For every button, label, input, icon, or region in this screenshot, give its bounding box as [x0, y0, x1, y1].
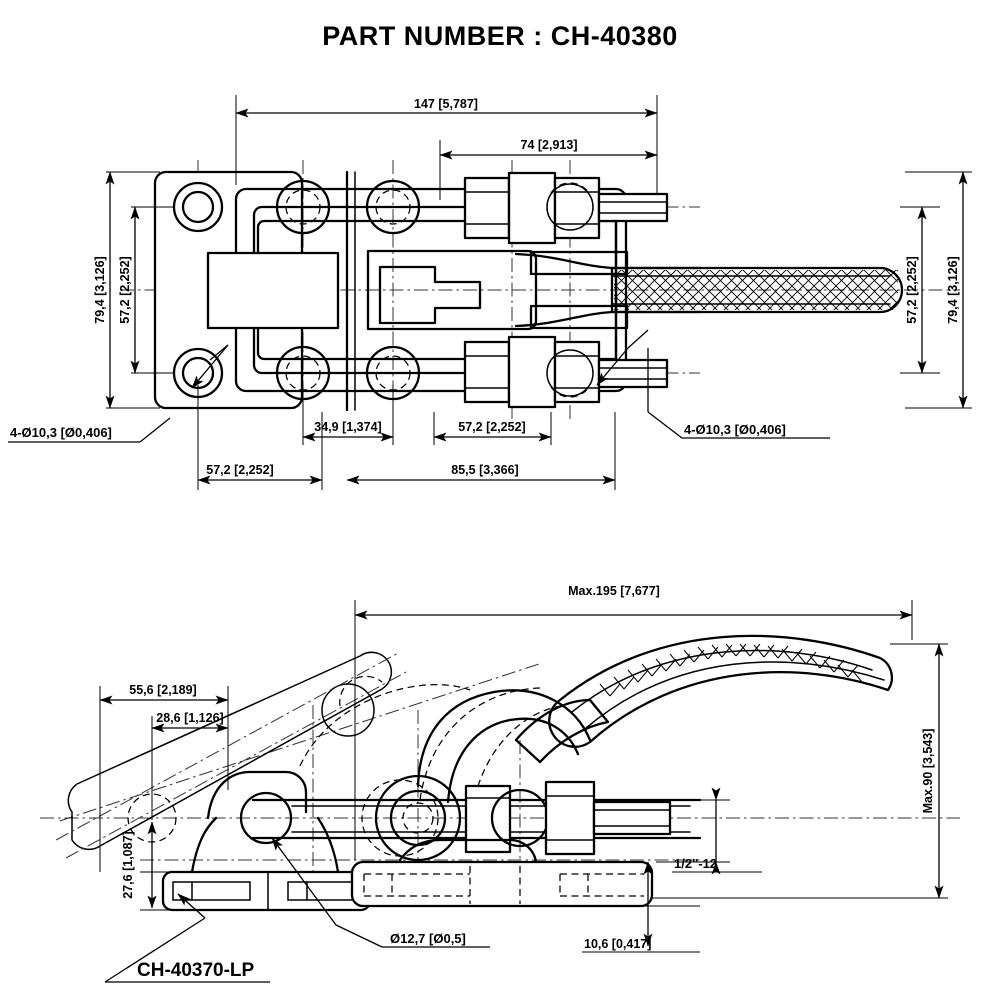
upper-pivot-hardware — [463, 171, 669, 245]
bracket-wall-detail — [256, 219, 618, 361]
callout-pin-diameter-label: Ø12,7 [Ø0,5] — [390, 931, 466, 946]
accessory-plate-base — [161, 870, 372, 912]
accessory-plate-arch — [206, 770, 308, 820]
dim-plate-height-label: 27,6 [1,087] — [121, 831, 135, 898]
callout-right-holes: 4-Ø10,3 [Ø0,406] — [596, 329, 830, 439]
main-pivot — [361, 774, 462, 862]
callout-thread-spec: 1/2"-12 — [672, 787, 762, 875]
dim-hole-spacing-small: 34,9 [1,374] — [302, 420, 394, 442]
dim-hole-spacing-small-label: 34,9 [1,374] — [314, 420, 381, 434]
dim-max-height-label: Max.90 [3,543] — [921, 729, 935, 814]
bracket-inner-wall — [252, 205, 618, 375]
dim-plate-length-label: 55,6 [2,189] — [129, 683, 196, 697]
main-base-group — [350, 838, 654, 908]
callout-accessory-part-label: CH-40370-LP — [137, 960, 255, 981]
dim-left-height-inner: 57,2 [2,252] — [118, 206, 140, 374]
handle-outline-side — [548, 634, 893, 748]
dim-handle-offset-label: 74 [2,913] — [521, 138, 578, 152]
callout-left-holes: 4-Ø10,3 [Ø0,406] — [8, 344, 229, 443]
lever-link-pad — [514, 698, 610, 764]
callout-left-holes-label: 4-Ø10,3 [Ø0,406] — [10, 425, 112, 440]
lever-arm-lower — [446, 717, 580, 804]
bottom-nut-2 — [544, 780, 596, 856]
dim-right-height-outer-label: 79,4 [3,126] — [946, 256, 960, 323]
dim-base-width-label: 57,2 [2,252] — [206, 463, 273, 477]
handle-taper-lower — [514, 310, 702, 328]
callout-right-holes-label: 4-Ø10,3 [Ø0,406] — [684, 422, 786, 437]
dim-base-height: 10,6 [0,417] — [582, 861, 700, 953]
threaded-shank — [592, 800, 672, 836]
lower-bolt-circle — [546, 349, 594, 397]
callout-pin-diameter: Ø12,7 [Ø0,5] — [271, 837, 490, 948]
dim-handle-offset: 74 [2,913] — [439, 138, 658, 160]
lower-nut-1 — [463, 340, 511, 404]
dim-right-height-inner: 57,2 [2,252] — [905, 206, 927, 374]
page-title: PART NUMBER : CH-40380 — [322, 21, 678, 51]
linkage-fork-slot — [378, 265, 482, 325]
handle-taper-upper — [514, 252, 702, 270]
handle-grip-edge — [611, 267, 903, 313]
dim-plate-offset-label: 28,6 [1,126] — [156, 711, 223, 725]
main-base-plate — [350, 860, 654, 908]
dim-bracket-hole-spacing: 57,2 [2,252] — [433, 420, 552, 442]
dim-base-width: 57,2 [2,252] — [197, 463, 323, 485]
swing-arc-1 — [299, 684, 471, 767]
dim-base-height-label: 10,6 [0,417] — [584, 937, 651, 951]
main-base-hidden-slots — [363, 866, 644, 904]
dim-left-height-inner-label: 57,2 [2,252] — [118, 256, 132, 323]
top-view-group: 147 [5,787] 74 [2,913] 79,4 [3,126] 57,2… — [8, 95, 972, 490]
dim-overall-length: 147 [5,787] — [235, 97, 658, 118]
dim-plate-offset: 28,6 [1,126] — [151, 711, 229, 733]
dim-max-height: Max.90 [3,543] — [921, 643, 944, 899]
upper-bolt-circle — [546, 183, 594, 231]
main-base-boss — [398, 838, 538, 864]
dim-max-length-label: Max.195 [7,677] — [568, 584, 660, 598]
dim-max-length: Max.195 [7,677] — [354, 584, 913, 620]
upper-spacer — [507, 171, 557, 245]
dim-bracket-hole-spacing-label: 57,2 [2,252] — [458, 420, 525, 434]
handle-shoulder-lower — [529, 304, 629, 330]
dim-left-height-outer: 79,4 [3,126] — [93, 171, 115, 409]
dim-plate-height: 27,6 [1,087] — [121, 821, 157, 909]
bottom-view-extension-lines — [99, 600, 948, 911]
handle-assembly-side — [548, 634, 893, 748]
dim-bracket-length: 85,5 [3,366] — [346, 463, 616, 485]
lower-spacer — [507, 335, 557, 409]
upper-nut-1 — [463, 176, 511, 240]
open-position-ghost — [55, 651, 407, 859]
callout-accessory-part: CH-40370-LP — [104, 893, 270, 983]
dim-bracket-length-label: 85,5 [3,366] — [451, 463, 518, 477]
dim-right-height-outer: 79,4 [3,126] — [946, 171, 968, 409]
dim-overall-length-label: 147 [5,787] — [414, 97, 478, 111]
upper-bolt-shank — [597, 192, 669, 223]
lever-arm-upper — [416, 689, 592, 788]
clamp-body-block — [206, 251, 340, 330]
lower-pivot-hardware — [463, 335, 669, 409]
bottom-hardware — [464, 780, 672, 856]
handle-inner-line — [571, 649, 873, 713]
accessory-plate-legs — [190, 816, 340, 874]
bottom-view-group: Max.195 [7,677] Max.90 [3,543] 55,6 [2,1… — [40, 584, 960, 983]
callout-thread-spec-label: 1/2"-12 — [674, 856, 717, 871]
dim-right-height-inner-label: 57,2 [2,252] — [905, 256, 919, 323]
handle-inner-line-2 — [585, 661, 885, 729]
dim-left-height-outer-label: 79,4 [3,126] — [93, 256, 107, 323]
lower-bolt-shank — [597, 358, 669, 389]
dim-plate-length: 55,6 [2,189] — [99, 683, 229, 705]
